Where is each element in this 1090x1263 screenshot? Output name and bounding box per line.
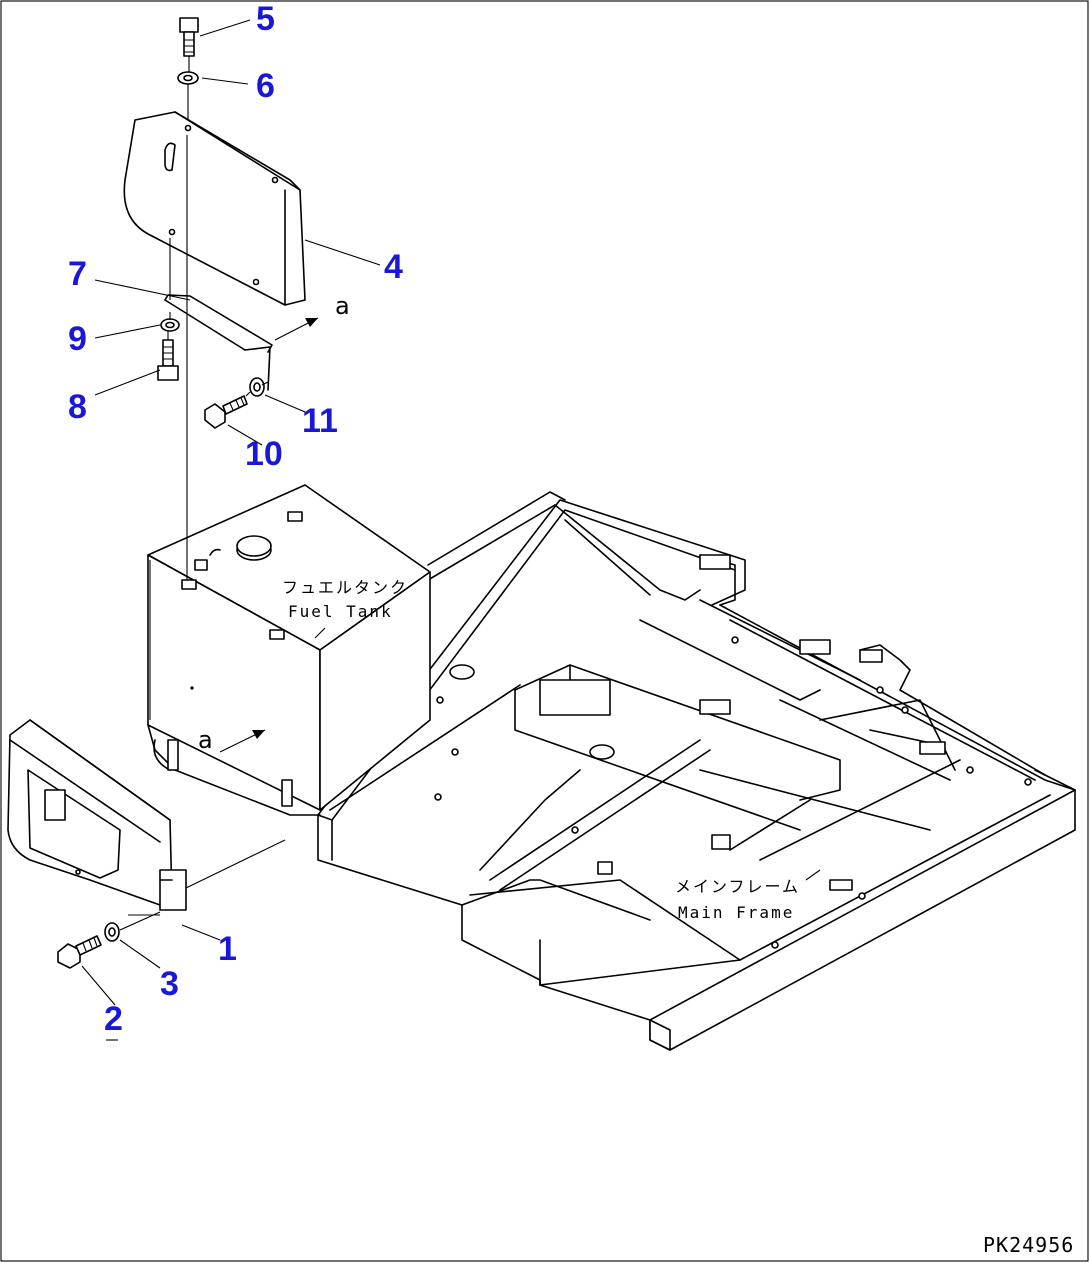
washer-9	[160, 318, 180, 332]
view-a-tank-label: a	[198, 726, 213, 754]
arrow-head-icon	[305, 318, 318, 327]
fuel-tank-jp-label: フュエルタンク	[282, 578, 408, 597]
view-arrows	[219, 317, 319, 753]
washer-6	[177, 71, 199, 85]
fuel-tank-en-label: Fuel Tank	[288, 602, 393, 621]
fuel-tank	[147, 484, 431, 816]
hardware	[57, 17, 265, 969]
bolt-5	[179, 17, 199, 57]
bolt-2	[57, 935, 102, 969]
callout-5: 5	[256, 0, 275, 38]
washer-3	[104, 922, 120, 942]
callout-8: 8	[68, 388, 87, 426]
drawing-code: PK24956	[983, 1233, 1074, 1257]
callout-6: 6	[256, 67, 275, 105]
callout-7: 7	[68, 255, 87, 293]
assembly-lines	[119, 56, 286, 931]
bolt-10	[204, 395, 248, 429]
main-frame-jp-label: メインフレーム	[675, 877, 800, 896]
callout-2: 2	[104, 1000, 123, 1038]
leader-lines	[81, 19, 821, 1006]
callout-3: 3	[160, 965, 179, 1003]
tank-top-cover	[123, 111, 306, 306]
main-frame	[317, 491, 1076, 1051]
side-cover	[7, 719, 187, 911]
main-frame-en-label: Main Frame	[678, 903, 794, 922]
callout-4: 4	[384, 248, 403, 286]
arrow-head-icon	[252, 730, 265, 739]
view-a-top-label: a	[335, 292, 350, 320]
callout-11: 11	[302, 402, 338, 440]
callout-1: 1	[218, 930, 237, 968]
callout-9: 9	[68, 320, 87, 358]
bolt-8	[157, 339, 179, 381]
washer-11	[249, 377, 265, 397]
bracket-plate	[164, 294, 273, 391]
callout-10: 10	[245, 435, 283, 473]
